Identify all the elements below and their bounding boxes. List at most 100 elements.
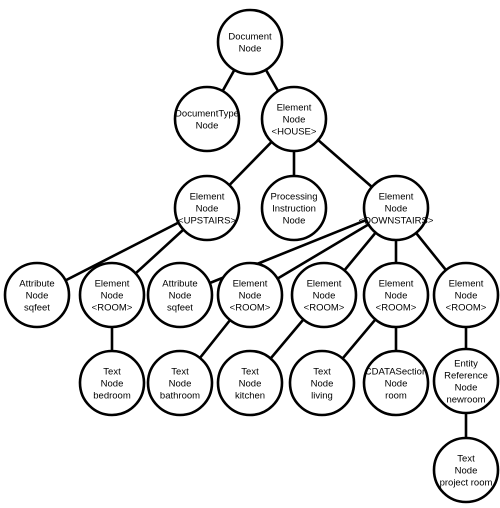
node-label-line: Node — [196, 121, 219, 132]
node-label-line: <HOUSE> — [272, 127, 317, 138]
node-circle-text_bathroom — [146, 349, 214, 417]
node-label-line: Node — [196, 204, 219, 215]
node-circle-downstairs — [362, 174, 430, 242]
node-circle-house — [260, 85, 328, 153]
node-circle-entity — [432, 347, 500, 415]
node-circle-text_living — [288, 349, 356, 417]
node-label-line: Node — [169, 379, 192, 390]
node-circle-doctype — [173, 85, 241, 153]
node-label-line: <DOWNSTAIRS> — [359, 216, 434, 227]
node-label-line: project room — [440, 478, 493, 489]
node-label-line: bedroom — [93, 391, 131, 402]
node-label-line: Reference — [444, 371, 488, 382]
node-label-line: Attribute — [19, 279, 54, 290]
node-label-line: Element — [233, 279, 268, 290]
node-label-line: Text — [171, 367, 189, 378]
node-label-line: <ROOM> — [446, 303, 487, 314]
node-label-line: sqfeet — [167, 303, 193, 314]
node-label-line: <ROOM> — [230, 303, 271, 314]
node-label-line: Node — [385, 291, 408, 302]
node-label-line: Element — [95, 279, 130, 290]
node-label-line: Text — [103, 367, 121, 378]
node-label-line: Node — [101, 291, 124, 302]
node-circle-room2 — [216, 261, 284, 329]
node-label-line: Document — [228, 32, 272, 43]
node-label-line: room — [385, 391, 407, 402]
node-label-line: Text — [241, 367, 259, 378]
node-label-line: Node — [239, 379, 262, 390]
node-label-line: living — [311, 391, 333, 402]
node-label-line: Node — [239, 44, 262, 55]
node-label-line: Node — [283, 115, 306, 126]
node-circle-attr1 — [3, 261, 71, 329]
node-label-line: Text — [457, 454, 475, 465]
node-label-line: Element — [307, 279, 342, 290]
node-circle-document — [216, 8, 284, 76]
node-label-line: Node — [313, 291, 336, 302]
node-label-line: Node — [455, 466, 478, 477]
node-circle-cdata — [362, 349, 430, 417]
node-label-line: Node — [385, 379, 408, 390]
node-label-line: Node — [283, 216, 306, 227]
node-circle-room3 — [290, 261, 358, 329]
node-circle-text_bedroom — [78, 349, 146, 417]
node-label-line: Node — [101, 379, 124, 390]
node-label-line: bathroom — [160, 391, 200, 402]
nodes-layer: DocumentNodeDocumentTypeNodeElementNode<… — [3, 8, 500, 504]
node-label-line: Node — [311, 379, 334, 390]
node-label-line: newroom — [446, 395, 485, 406]
node-label-line: <ROOM> — [304, 303, 345, 314]
edge-downstairs-attr2 — [179, 206, 397, 297]
node-label-line: Text — [313, 367, 331, 378]
node-label-line: Attribute — [162, 279, 197, 290]
node-label-line: Element — [190, 192, 225, 203]
node-label-line: Element — [379, 279, 414, 290]
node-label-line: Node — [385, 204, 408, 215]
node-label-line: Element — [379, 192, 414, 203]
node-circle-upstairs — [173, 174, 241, 242]
node-label-line: Instruction — [272, 204, 316, 215]
node-circle-text_kitchen — [216, 349, 284, 417]
node-label-line: DocumentType — [175, 109, 239, 120]
node-label-line: Node — [455, 383, 478, 394]
node-label-line: kitchen — [235, 391, 265, 402]
node-label-line: Element — [277, 103, 312, 114]
node-label-line: Processing — [271, 192, 318, 203]
node-label-line: Entity — [454, 359, 478, 370]
node-label-line: <UPSTAIRS> — [178, 216, 236, 227]
node-circle-text_project — [432, 436, 500, 504]
node-label-line: <ROOM> — [376, 303, 417, 314]
node-label-line: <ROOM> — [92, 303, 133, 314]
node-circle-room1 — [78, 261, 146, 329]
node-label-line: Element — [449, 279, 484, 290]
node-circle-attr2 — [146, 261, 214, 329]
node-label-line: Node — [455, 291, 478, 302]
node-label-line: Node — [239, 291, 262, 302]
node-label-line: CDATASection — [365, 367, 427, 378]
node-circle-room5 — [432, 261, 500, 329]
node-label-line: Node — [169, 291, 192, 302]
node-label-line: Node — [26, 291, 49, 302]
node-label-line: sqfeet — [24, 303, 50, 314]
node-circle-processing — [260, 174, 328, 242]
